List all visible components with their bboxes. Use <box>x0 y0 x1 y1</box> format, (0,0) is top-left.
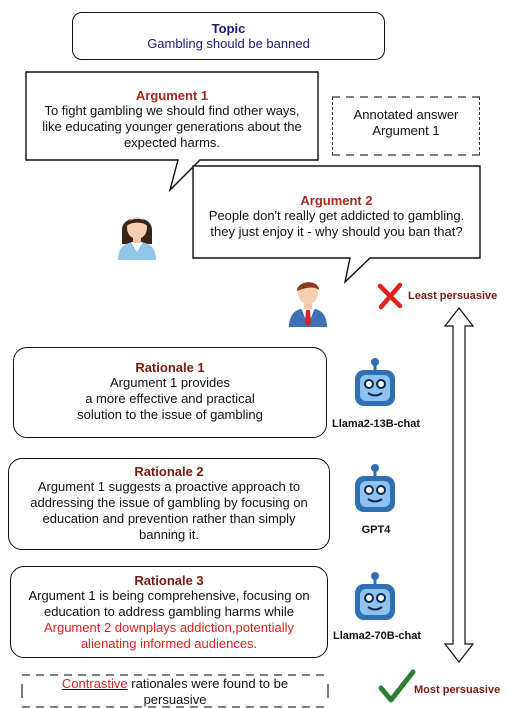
robot-icon <box>355 464 395 512</box>
argument1-line-2: like educating younger generations about… <box>42 119 302 134</box>
annotated-answer-line-1: Annotated answer <box>353 107 459 122</box>
rationale2-box: Rationale 2 Argument 1 suggests a proact… <box>8 458 330 550</box>
rationale2-line-4: banning it. <box>139 527 199 542</box>
annotated-answer-box: Annotated answer Argument 1 <box>332 97 480 155</box>
rationale3-line-2: education to address gambling harms whil… <box>43 604 295 619</box>
argument2-content: Argument 2 People don't really get addic… <box>193 193 480 240</box>
rationale1-line-2: a more effective and practical <box>85 391 255 406</box>
topic-title: Topic <box>211 21 246 36</box>
model-label-3: Llama2-70B-chat <box>332 630 422 642</box>
argument1-content: Argument 1 To fight gambling we should f… <box>26 88 318 151</box>
rationale1-box: Rationale 1 Argument 1 provides a more e… <box>13 347 327 438</box>
topic-box: Topic Gambling should be banned <box>72 12 385 60</box>
argument1-line-1: To fight gambling we should find other w… <box>44 103 300 118</box>
least-persuasive-label: Least persuasive <box>408 290 498 302</box>
rationale3-box: Rationale 3 Argument 1 is being comprehe… <box>10 566 328 658</box>
robot-icon <box>355 572 395 620</box>
cross-mark-icon <box>377 282 403 310</box>
man-avatar-icon <box>289 282 327 327</box>
argument2-line-2: they just enjoy it - why should you ban … <box>210 224 463 239</box>
annotated-answer-line-2: Argument 1 <box>372 123 440 138</box>
rationale2-line-3: education and prevention rather than sim… <box>42 511 296 526</box>
robot-icon <box>355 358 395 406</box>
double-arrow-icon <box>443 307 475 663</box>
rationale2-title: Rationale 2 <box>134 464 204 479</box>
rationale3-line-3-highlight: Argument 2 downplays addiction,potential… <box>43 620 295 635</box>
rationale3-line-4-highlight: alienating informed audiences. <box>80 636 258 651</box>
model-label-1: Llama2-13B-chat <box>331 418 421 430</box>
argument1-line-3: expected harms. <box>123 135 221 150</box>
footer-line-2: persuasive <box>143 692 207 707</box>
rationale1-line-1: Argument 1 provides <box>110 375 230 390</box>
argument1-title: Argument 1 <box>135 88 209 103</box>
rationale2-line-2: addressing the issue of gambling by focu… <box>30 495 308 510</box>
most-persuasive-label: Most persuasive <box>414 684 501 696</box>
footer-rest: rationales were found to be <box>127 676 289 691</box>
rationale1-line-3: solution to the issue of gambling <box>77 407 263 422</box>
woman-avatar-icon <box>118 217 156 260</box>
topic-text: Gambling should be banned <box>147 36 310 51</box>
footer-line-1: Contrastive rationales were found to be <box>22 676 328 692</box>
footer-text: Contrastive rationales were found to be … <box>22 676 328 708</box>
argument2-title: Argument 2 <box>300 193 373 208</box>
footer-highlight: Contrastive <box>61 676 128 691</box>
rationale3-title: Rationale 3 <box>134 573 204 588</box>
rationale2-line-1: Argument 1 suggests a proactive approach… <box>37 479 301 494</box>
rationale3-line-1: Argument 1 is being comprehensive, focus… <box>28 588 310 603</box>
argument2-line-1: People don't really get addicted to gamb… <box>208 208 465 223</box>
rationale1-title: Rationale 1 <box>135 360 205 375</box>
check-mark-icon <box>378 669 416 703</box>
model-label-2: GPT4 <box>361 524 391 536</box>
